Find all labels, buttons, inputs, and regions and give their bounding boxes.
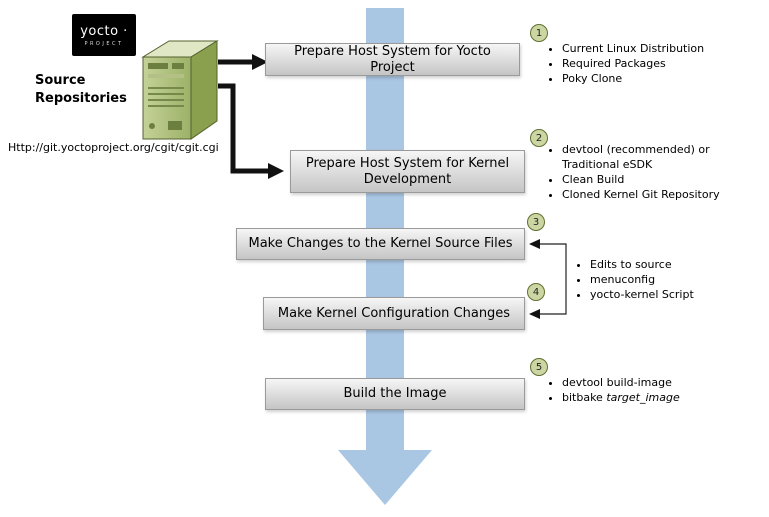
bracket-steps-3-4-icon <box>529 239 567 319</box>
step-number-badge-1: 1 <box>530 24 548 42</box>
list-item: Cloned Kernel Git Repository <box>562 187 740 202</box>
arrow-to-step1-icon <box>218 54 268 70</box>
source-repository-url: Http://git.yoctoproject.org/cgit/cgit.cg… <box>8 141 219 154</box>
list-item: devtool (recommended) or Traditional eSD… <box>562 142 740 172</box>
step5-bullet-list: devtool build-image bitbake target_image <box>549 375 752 405</box>
bitbake-text: bitbake <box>562 391 607 404</box>
steps3-4-shared-bullet-list: Edits to source menuconfig yocto-kernel … <box>577 257 760 302</box>
list-item: menuconfig <box>590 272 760 287</box>
list-item: yocto-kernel Script <box>590 287 760 302</box>
yocto-logo-subtext: PROJECT <box>84 40 124 47</box>
yocto-logo-text: yocto · <box>80 23 128 39</box>
yocto-logo: yocto · PROJECT <box>72 14 136 56</box>
step-box-make-config-changes: Make Kernel Configuration Changes <box>263 297 525 330</box>
list-item: Edits to source <box>590 257 760 272</box>
step-number-badge-5: 5 <box>530 358 548 376</box>
list-item: Clean Build <box>562 172 740 187</box>
step1-bullet-list: Current Linux Distribution Required Pack… <box>549 41 767 86</box>
server-icon <box>141 40 219 140</box>
list-item: bitbake target_image <box>562 390 752 405</box>
list-item: Current Linux Distribution <box>562 41 767 56</box>
list-item: devtool build-image <box>562 375 752 390</box>
step-box-prepare-host-kernel: Prepare Host System for Kernel Developme… <box>290 150 525 193</box>
step-number-badge-3: 3 <box>527 213 545 231</box>
arrow-to-step2-icon <box>218 83 284 179</box>
step2-bullet-list: devtool (recommended) or Traditional eSD… <box>549 142 740 202</box>
list-item: Poky Clone <box>562 71 767 86</box>
source-repositories-label: Source Repositories <box>35 73 127 106</box>
step-box-prepare-host-yocto: Prepare Host System for Yocto Project <box>265 43 520 76</box>
target-image-italic: target_image <box>606 391 680 404</box>
step-box-make-source-changes: Make Changes to the Kernel Source Files <box>236 228 525 260</box>
step-box-build-image: Build the Image <box>265 378 525 410</box>
list-item: Required Packages <box>562 56 767 71</box>
step-number-badge-2: 2 <box>530 129 548 147</box>
step-number-badge-4: 4 <box>527 283 545 301</box>
